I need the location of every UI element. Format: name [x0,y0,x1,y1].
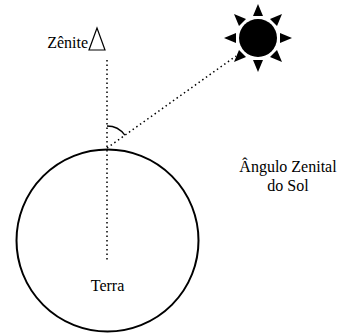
zenith-line [106,60,108,262]
sun-symbol [224,4,292,72]
angle-label: Ângulo Zenital do Sol [232,157,344,195]
sun-line [107,56,236,148]
earth-outline [15,148,200,333]
angle-arc [107,126,125,135]
zenith-triangle [89,28,105,50]
node-label: Terra [15,276,200,295]
zenith-label: Zênite [8,33,88,52]
earth-circle: Terra [15,148,200,333]
